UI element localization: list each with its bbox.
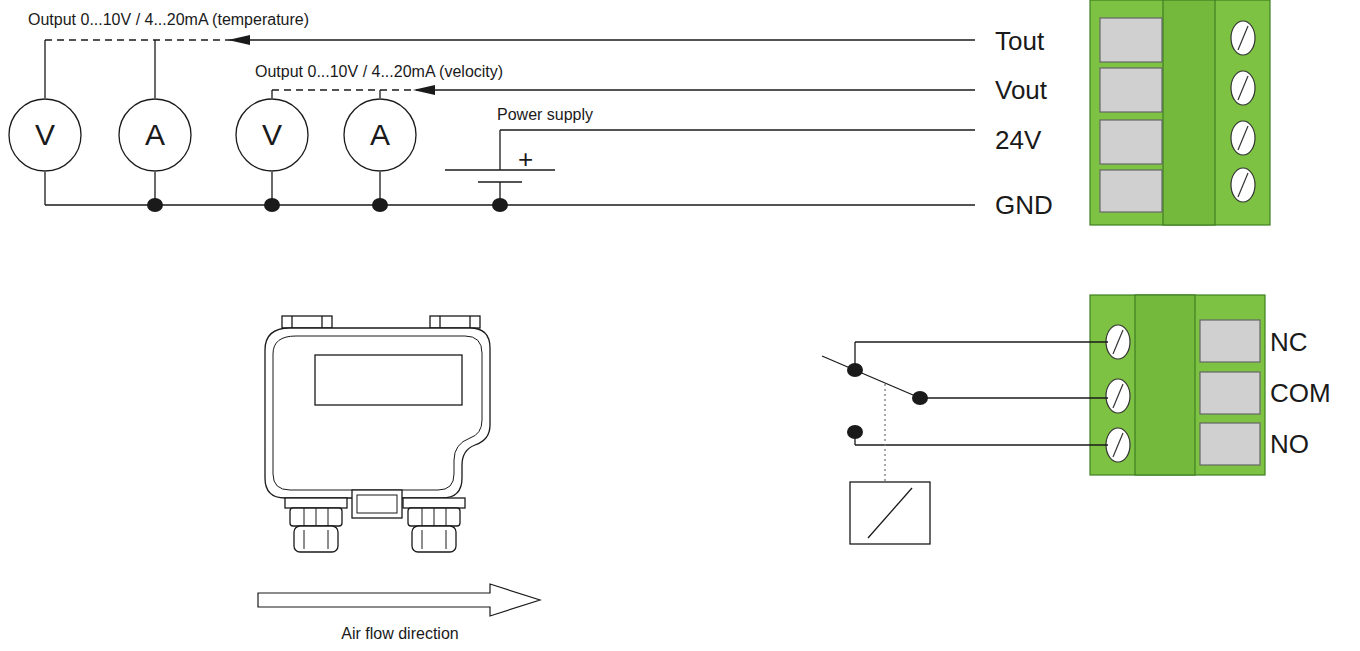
meter-letter: V (262, 120, 282, 150)
terminal-screw (1106, 379, 1130, 413)
screw-slot (1238, 76, 1248, 100)
screw-slot (1238, 26, 1248, 50)
relay-contact-name: NC (1270, 329, 1308, 355)
terminal-name: Tout (995, 28, 1044, 54)
terminal-screw (1231, 168, 1255, 202)
meter-circle: V (235, 98, 309, 172)
screw-slot (1113, 433, 1123, 457)
relay-contact-name: NO (1270, 431, 1309, 457)
power-note: Power supply (497, 107, 593, 123)
meter-letter: A (145, 120, 165, 150)
signal-note: Output 0...10V / 4...20mA (temperature) (28, 12, 309, 28)
screw-slot (1113, 384, 1123, 408)
flow-caption: Air flow direction (341, 626, 458, 642)
meter-letter: A (370, 120, 390, 150)
meter-circle: V (8, 98, 82, 172)
relay-contact-name: COM (1270, 380, 1331, 406)
terminal-screw (1231, 121, 1255, 155)
polarity-sign: + (518, 146, 533, 172)
terminal-name: GND (995, 192, 1053, 218)
terminal-name: 24V (995, 127, 1041, 153)
terminal-screw (1106, 428, 1130, 462)
meter-circle: A (343, 98, 417, 172)
signal-note: Output 0...10V / 4...20mA (velocity) (255, 64, 503, 80)
terminal-name: Vout (995, 77, 1047, 103)
terminal-screw (1231, 21, 1255, 55)
screw-slot (1113, 330, 1123, 354)
screw-slot (1238, 173, 1248, 197)
terminal-screw (1231, 71, 1255, 105)
screw-slot (1238, 126, 1248, 150)
meter-letter: V (35, 120, 55, 150)
terminal-screw (1106, 325, 1130, 359)
meter-circle: A (118, 98, 192, 172)
